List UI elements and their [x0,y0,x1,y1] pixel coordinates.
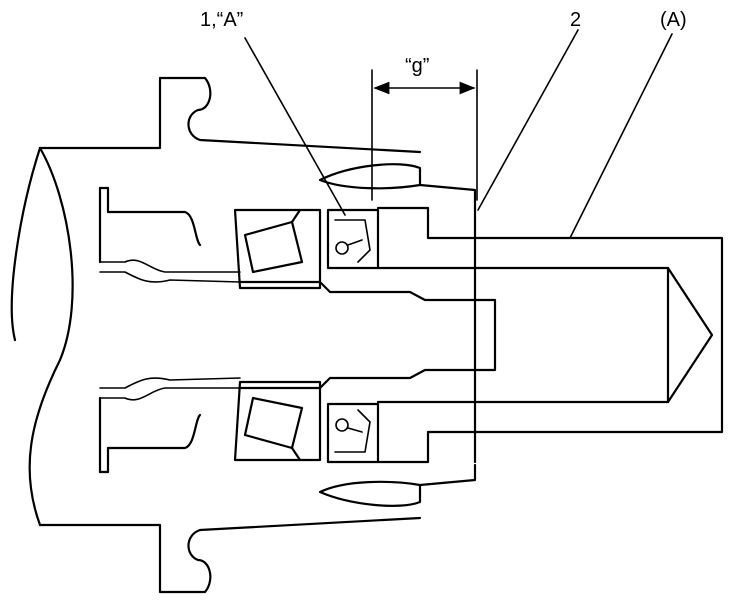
special-tool-a [376,206,724,464]
lower-oil-seal [326,402,380,464]
label-part-2: 2 [570,9,581,31]
leader-line-1 [244,37,346,216]
upper-oil-seal [326,208,380,270]
label-tool-a: (A) [660,9,687,31]
label-gap-g: “g” [405,55,429,77]
gap-dimension [371,69,478,201]
lower-bearing [233,380,322,462]
knuckle-body [10,76,477,594]
axle-shaft [98,186,497,474]
label-part-1-a: 1,“A” [200,9,243,31]
leader-line-a [569,33,673,239]
upper-bearing [233,208,322,290]
leader-line-2 [477,29,579,211]
